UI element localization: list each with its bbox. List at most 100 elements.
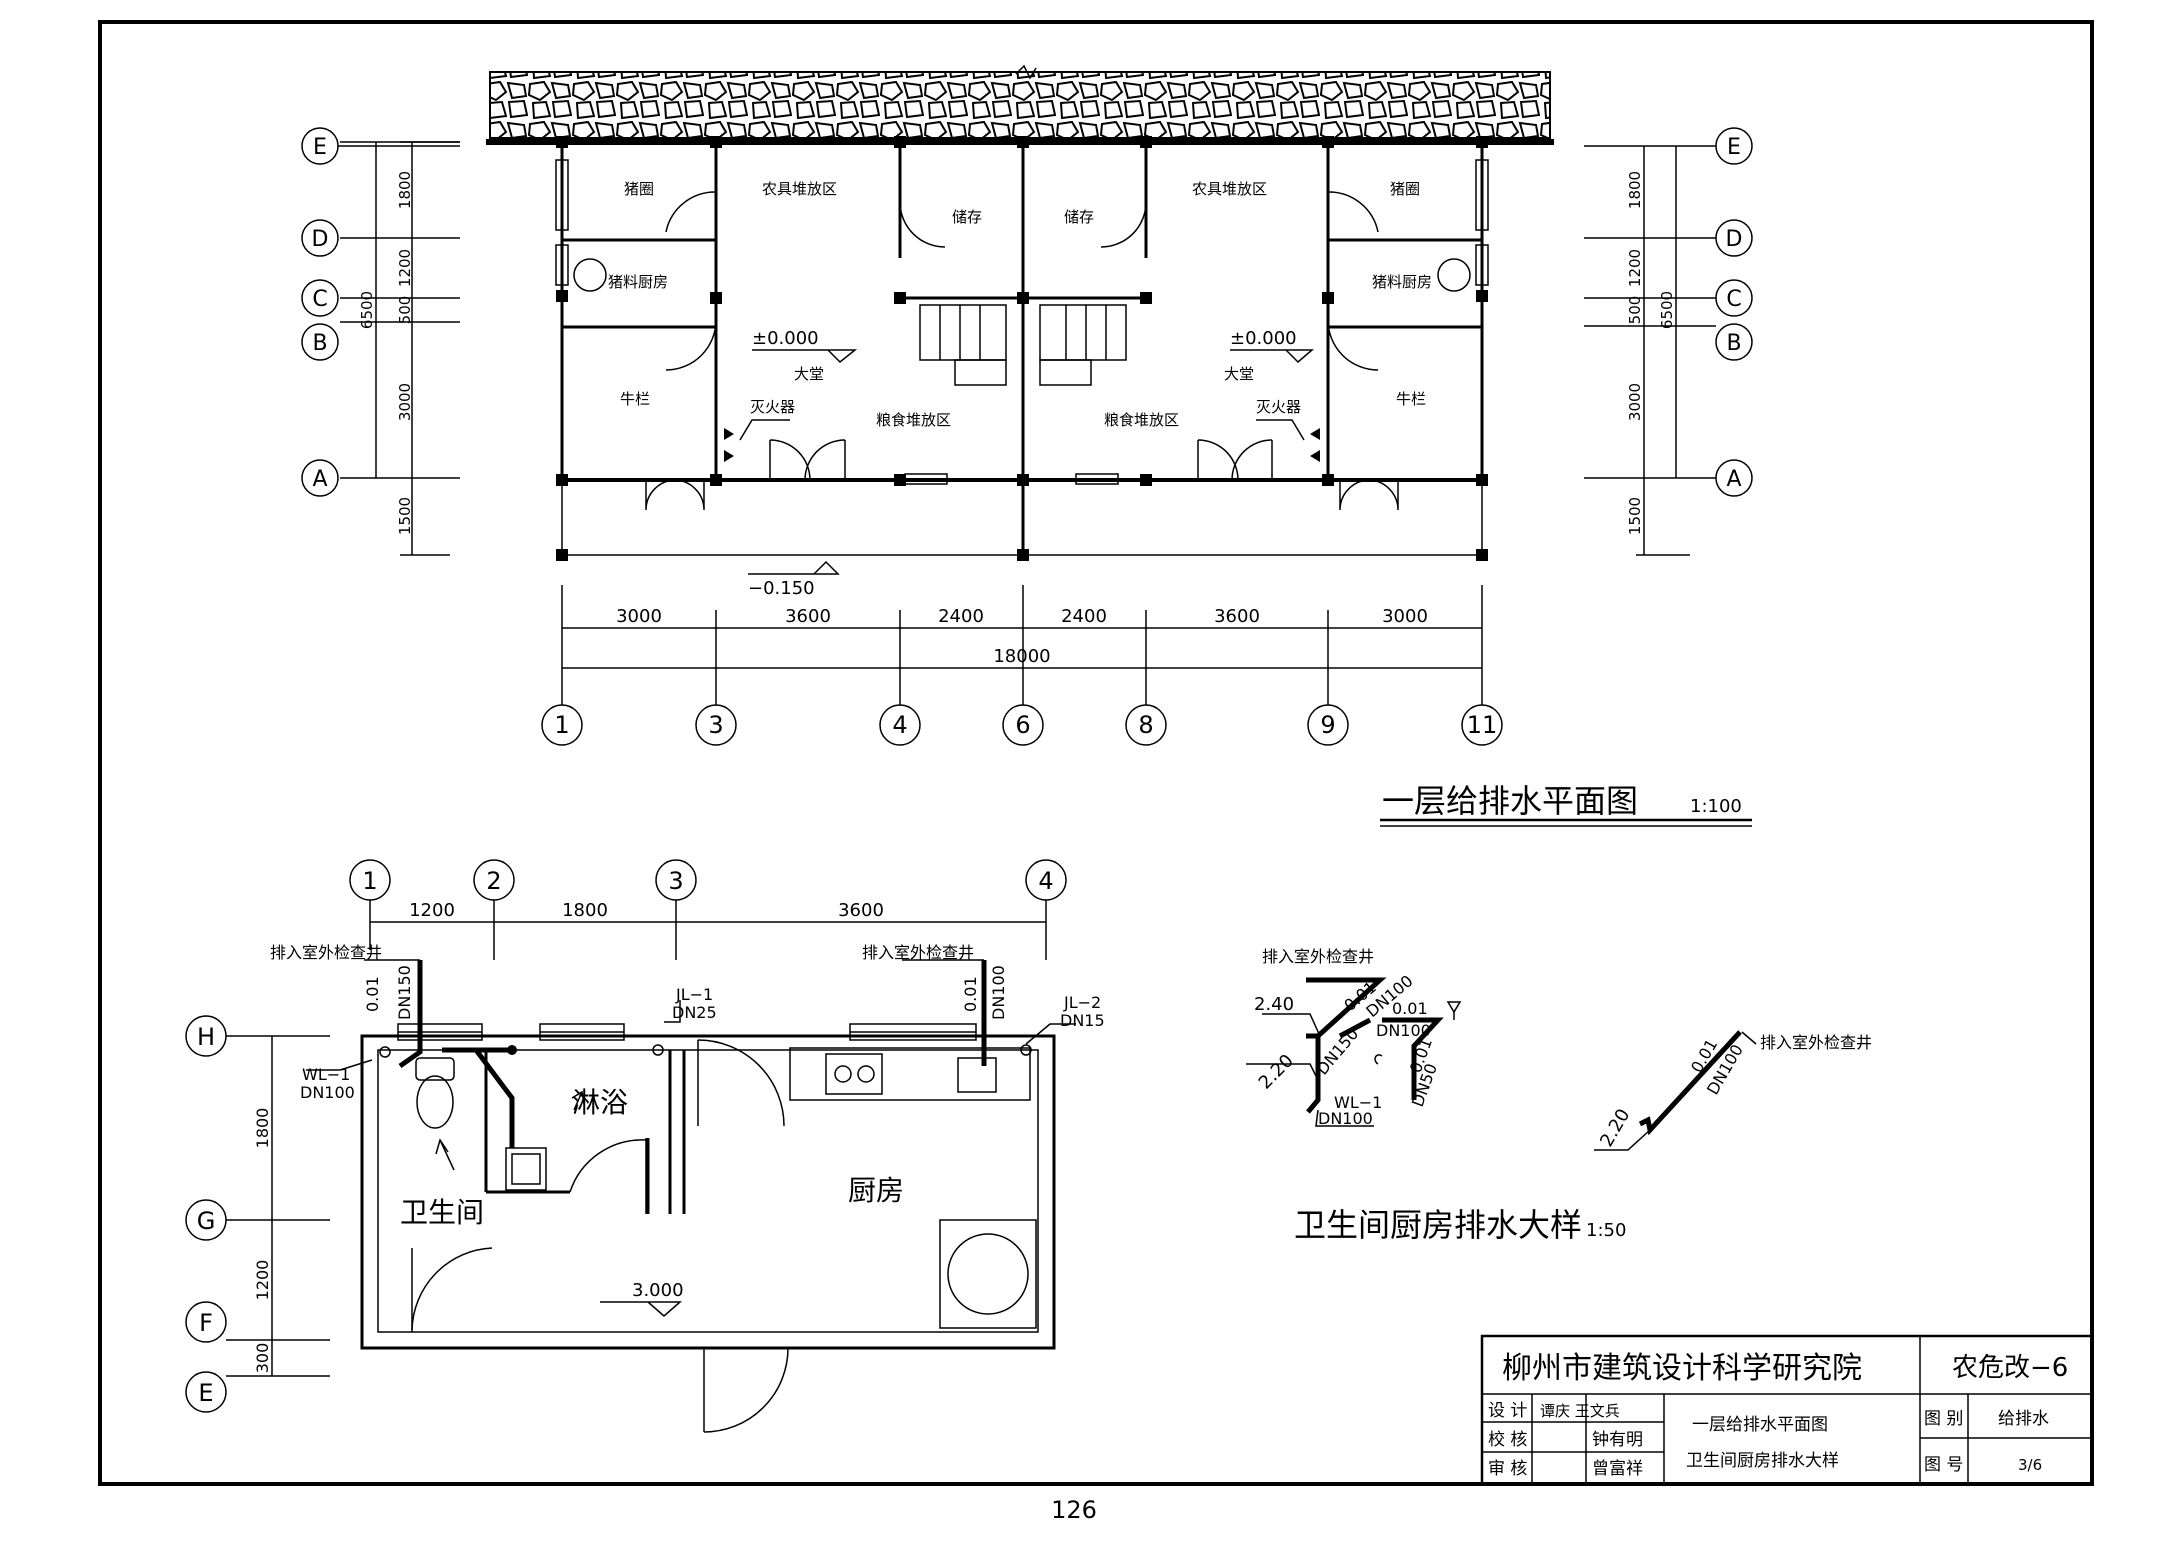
dim-row-1200-right: 1200: [1626, 249, 1644, 287]
drawing-title-1: 一层给排水平面图: [1692, 1415, 1828, 1435]
lower-axis-4: 4: [1038, 867, 1053, 895]
room-pig-pen-left: 猪圈: [624, 180, 654, 198]
label-pipe-1: DN150: [395, 965, 414, 1020]
axis-D-right: D: [1726, 227, 1743, 252]
page-number: 126: [1051, 1496, 1097, 1524]
detail1-elev-top: 2.40: [1254, 994, 1294, 1015]
design-names: 谭庆 王文兵: [1540, 1402, 1620, 1420]
lower-elev: 3.000: [632, 1280, 684, 1301]
label-extinguisher-right: 灭火器: [1256, 398, 1301, 416]
upper-plan: 猪圈 农具堆放区 储存 猪料厨房 大堂 牛栏 灭火器 粮食堆放区 猪圈 农具堆放…: [301, 64, 1753, 827]
detail1-to-manhole: 排入室外检查井: [1262, 947, 1374, 966]
number-value: 3/6: [2018, 1456, 2042, 1474]
dim-row-total-right: 6500: [1658, 291, 1676, 329]
room-pig-pen-right: 猪圈: [1390, 180, 1420, 198]
lower-axis-3: 3: [668, 867, 683, 895]
room-feed-kitchen-left: 猪料厨房: [608, 273, 668, 291]
dim-row-500-right: 500: [1626, 296, 1644, 325]
dim-row-1500-left: 1500: [396, 497, 414, 535]
institute-name: 柳州市建筑设计科学研究院: [1502, 1351, 1862, 1386]
room-hall-left: 大堂: [794, 365, 824, 383]
check-name: 钟有明: [1592, 1430, 1643, 1450]
sheet-border: [98, 20, 2094, 1486]
design-label: 设 计: [1488, 1401, 1527, 1421]
lower-dim-3600: 3600: [838, 900, 884, 921]
dim-row-1800-left: 1800: [396, 171, 414, 209]
detail-scale: 1:50: [1586, 1220, 1626, 1241]
label-to-manhole-1: 排入室外检查井: [270, 943, 382, 962]
detail-title: 卫生间厨房排水大样: [1294, 1206, 1582, 1244]
dim-row-3000-right: 3000: [1626, 383, 1644, 421]
room-tool-area-right: 农具堆放区: [1192, 180, 1267, 198]
dim-row-total-left: 6500: [358, 291, 376, 329]
room-cow-pen-right: 牛栏: [1396, 390, 1426, 408]
axis-C-left: C: [312, 287, 327, 312]
axis-E-left: E: [313, 135, 327, 160]
axis-B-right: B: [1726, 331, 1741, 356]
label-jl2: JL−2: [1063, 993, 1101, 1012]
label-wl1-dn: DN100: [300, 1083, 355, 1102]
left-row-axes: E D C B A 1800 1200 500 3000 1500 6500: [301, 127, 460, 556]
lower-axis-F: F: [199, 1309, 213, 1337]
review-name: 曾富祥: [1592, 1459, 1643, 1479]
detail1-pipe-b: DN100: [1376, 1021, 1431, 1040]
dim-col-3600-a: 3600: [785, 606, 831, 627]
right-row-axes: E D C B A 1800 1200 500 3000 1500 6500: [1584, 127, 1753, 556]
axis-A-left: A: [312, 467, 327, 492]
lower-dim-300-row: 300: [253, 1343, 272, 1374]
project-code: 农危改−6: [1952, 1353, 2068, 1383]
label-extinguisher-left: 灭火器: [750, 398, 795, 416]
dim-col-2400-a: 2400: [938, 606, 984, 627]
axis-B-left: B: [312, 331, 327, 356]
room-feed-kitchen-right: 猪料厨房: [1372, 273, 1432, 291]
column-axes: 3000 3600 2400 2400 3600 3000 18000 1 3 …: [541, 585, 1503, 746]
category-label: 图 别: [1924, 1409, 1963, 1429]
detail1-elev-bottom: 2.20: [1255, 1050, 1298, 1093]
room-grain-area-right: 粮食堆放区: [1104, 411, 1179, 429]
axis-1: 1: [554, 711, 569, 739]
lower-axis-1: 1: [362, 867, 377, 895]
detail1-wl: WL−1: [1334, 1093, 1382, 1112]
dim-row-3000-left: 3000: [396, 383, 414, 421]
room-cow-pen-left: 牛栏: [620, 390, 650, 408]
lower-dim-1200-row: 1200: [253, 1260, 272, 1301]
lower-plan-outline: [360, 1034, 1056, 1350]
axis-6: 6: [1015, 711, 1030, 739]
elev-floor-left: ±0.000: [752, 328, 819, 349]
dim-row-1500-right: 1500: [1626, 497, 1644, 535]
detail2-to-manhole: 排入室外检查井: [1760, 1033, 1872, 1052]
axis-11: 11: [1467, 711, 1498, 739]
dim-row-1800-right: 1800: [1626, 171, 1644, 209]
elev-floor-right: ±0.000: [1230, 328, 1297, 349]
lower-dim-1800-row: 1800: [253, 1108, 272, 1149]
lower-axis-E: E: [198, 1379, 213, 1407]
number-label: 图 号: [1924, 1455, 1963, 1475]
room-grain-area-left: 粮食堆放区: [876, 411, 951, 429]
dim-col-3000-a: 3000: [616, 606, 662, 627]
drawing-title-2: 卫生间厨房排水大样: [1686, 1451, 1839, 1471]
stone-wall: [489, 71, 1551, 139]
lower-axis-2: 2: [486, 867, 501, 895]
label-wl1: WL−1: [302, 1065, 350, 1084]
label-jl1: JL−1: [675, 985, 713, 1004]
axis-4: 4: [892, 711, 907, 739]
dim-col-total: 18000: [993, 646, 1050, 667]
lower-dim-1800: 1800: [562, 900, 608, 921]
title-block: 柳州市建筑设计科学研究院 农危改−6 设 计 谭庆 王文兵 校 核 钟有明 审 …: [1480, 1334, 2094, 1486]
axis-E-right: E: [1727, 135, 1741, 160]
detail-2: 排入室外检查井 2.20 0.01 DN100: [1594, 1030, 1872, 1151]
label-slope-2: 0.01: [961, 976, 980, 1012]
category-value: 给排水: [1998, 1409, 2049, 1429]
room-tool-area-left: 农具堆放区: [762, 180, 837, 198]
axis-D-left: D: [312, 227, 329, 252]
axis-9: 9: [1320, 711, 1335, 739]
dim-col-3600-b: 3600: [1214, 606, 1260, 627]
lower-axis-G: G: [197, 1207, 216, 1235]
upper-plan-title: 一层给排水平面图: [1382, 782, 1638, 820]
detail2-elev: 2.20: [1596, 1105, 1634, 1150]
room-hall-right: 大堂: [1224, 365, 1254, 383]
dim-row-1200-left: 1200: [396, 249, 414, 287]
dim-row-500-left: 500: [396, 296, 414, 325]
room-kitchen: 厨房: [848, 1174, 904, 1207]
